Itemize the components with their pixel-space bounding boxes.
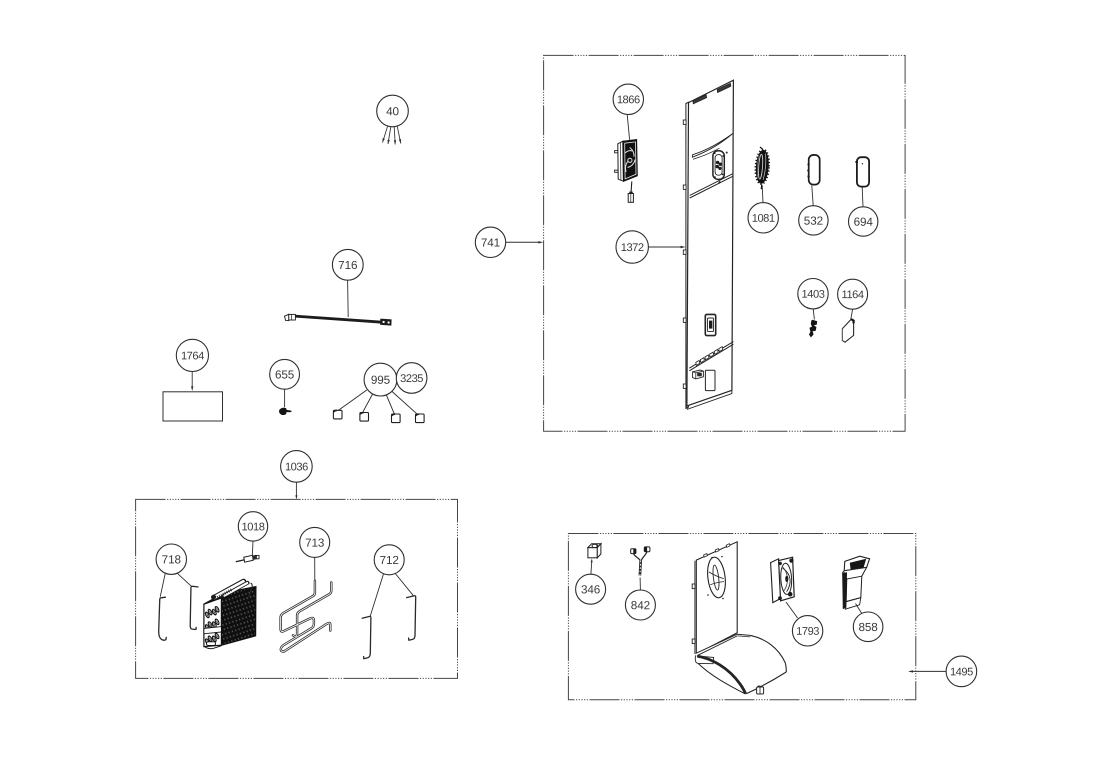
svg-text:995: 995 [371,374,391,387]
svg-text:1793: 1793 [796,626,819,638]
svg-text:1081: 1081 [752,213,775,225]
svg-text:532: 532 [804,215,823,228]
svg-text:716: 716 [338,259,357,272]
svg-text:1403: 1403 [802,289,825,301]
svg-text:1036: 1036 [285,461,308,473]
svg-text:741: 741 [481,236,500,249]
svg-text:1018: 1018 [242,521,265,533]
svg-text:712: 712 [380,554,399,567]
svg-text:1495: 1495 [950,666,973,678]
svg-text:3235: 3235 [400,373,423,385]
svg-text:1164: 1164 [842,289,864,301]
svg-text:858: 858 [858,621,877,634]
svg-text:718: 718 [162,553,181,566]
svg-text:655: 655 [275,368,295,381]
svg-text:842: 842 [631,599,650,612]
svg-text:694: 694 [854,216,874,229]
svg-text:346: 346 [581,583,600,596]
svg-text:40: 40 [386,105,399,118]
svg-text:1764: 1764 [181,350,204,362]
svg-text:1372: 1372 [621,242,644,254]
svg-text:713: 713 [305,537,324,550]
svg-text:1866: 1866 [617,94,640,106]
